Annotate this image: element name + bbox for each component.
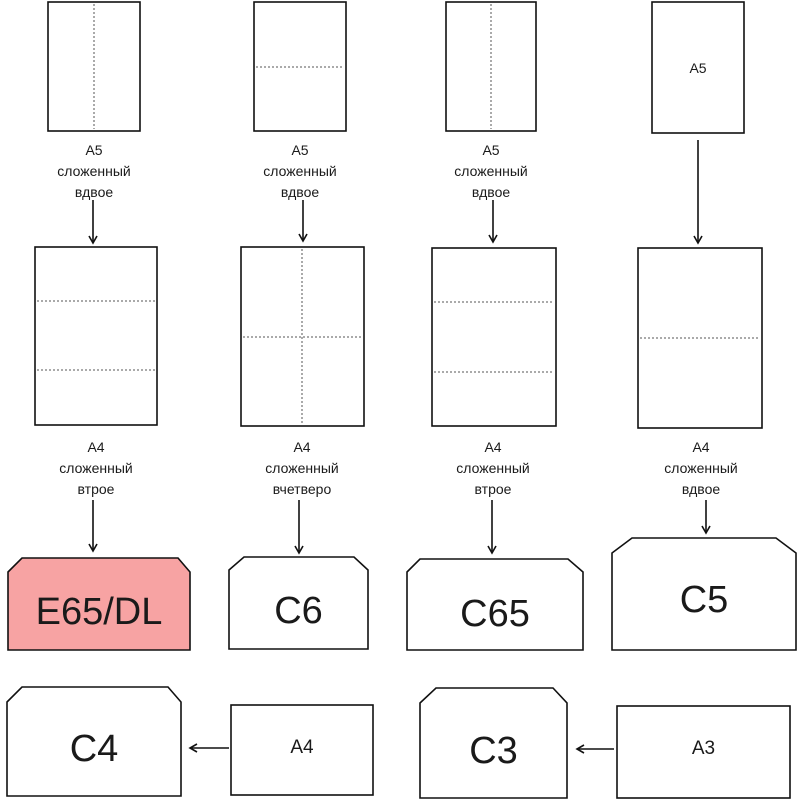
envelope-label-e65-dl: E65/DL (35, 591, 163, 633)
envelope-label-c6: C6 (274, 590, 323, 632)
envelope-label-c65: C65 (460, 593, 530, 635)
envelope-c3 (419, 687, 568, 799)
fold-label: сложенный (454, 163, 528, 179)
fold-label: вчетверо (272, 481, 332, 497)
top-label-2: A5 сложенный вдвое (244, 140, 356, 203)
a4-sheet-3 (431, 247, 557, 427)
envelope-e65-dl (7, 557, 191, 651)
sheet-label-a4: A4 (290, 737, 314, 758)
fold-label: сложенный (664, 460, 738, 476)
envelope-label-c3: C3 (469, 730, 518, 772)
fold-label: вдвое (280, 184, 320, 200)
size-label: A4 (87, 439, 105, 455)
top-label-1: A5 сложенный вдвое (38, 140, 150, 203)
fold-label: вдвое (74, 184, 114, 200)
middle-label-2: A4 сложенный вчетверо (242, 437, 362, 500)
size-label: A5 (291, 142, 309, 158)
a3-sheet-landscape (616, 705, 791, 799)
size-label: A5 (482, 142, 500, 158)
fold-label: сложенный (456, 460, 530, 476)
fold-label: сложенный (263, 163, 337, 179)
fold-label: вдвое (681, 481, 721, 497)
envelope-c65 (406, 558, 584, 651)
middle-label-1: A4 сложенный втрое (36, 437, 156, 500)
fold-label: сложенный (59, 460, 133, 476)
fold-label: сложенный (57, 163, 131, 179)
middle-label-4: A4 сложенный вдвое (641, 437, 761, 500)
size-label: A4 (692, 439, 710, 455)
envelope-label-c4: C4 (69, 728, 119, 770)
envelope-c5 (611, 537, 797, 651)
fold-label: вдвое (471, 184, 511, 200)
envelope-label-c5: C5 (679, 579, 729, 621)
size-label: A5 (85, 142, 103, 158)
middle-label-3: A4 сложенный втрое (433, 437, 553, 500)
fold-label: втрое (77, 481, 115, 497)
size-label: A5 (689, 60, 707, 76)
size-label: A4 (293, 439, 311, 455)
sheet-label-a3: A3 (691, 738, 716, 759)
fold-label: втрое (474, 481, 512, 497)
size-label: A4 (484, 439, 502, 455)
envelope-c4 (6, 686, 182, 797)
a5-sheet-4 (651, 1, 745, 134)
top-label-3: A5 сложенный вдвое (435, 140, 547, 203)
top-sheet-4-label: A5 (652, 58, 744, 79)
envelope-c6 (228, 556, 369, 650)
a4-sheet-1 (34, 246, 158, 426)
a4-sheet-landscape (230, 704, 374, 796)
fold-label: сложенный (265, 460, 339, 476)
